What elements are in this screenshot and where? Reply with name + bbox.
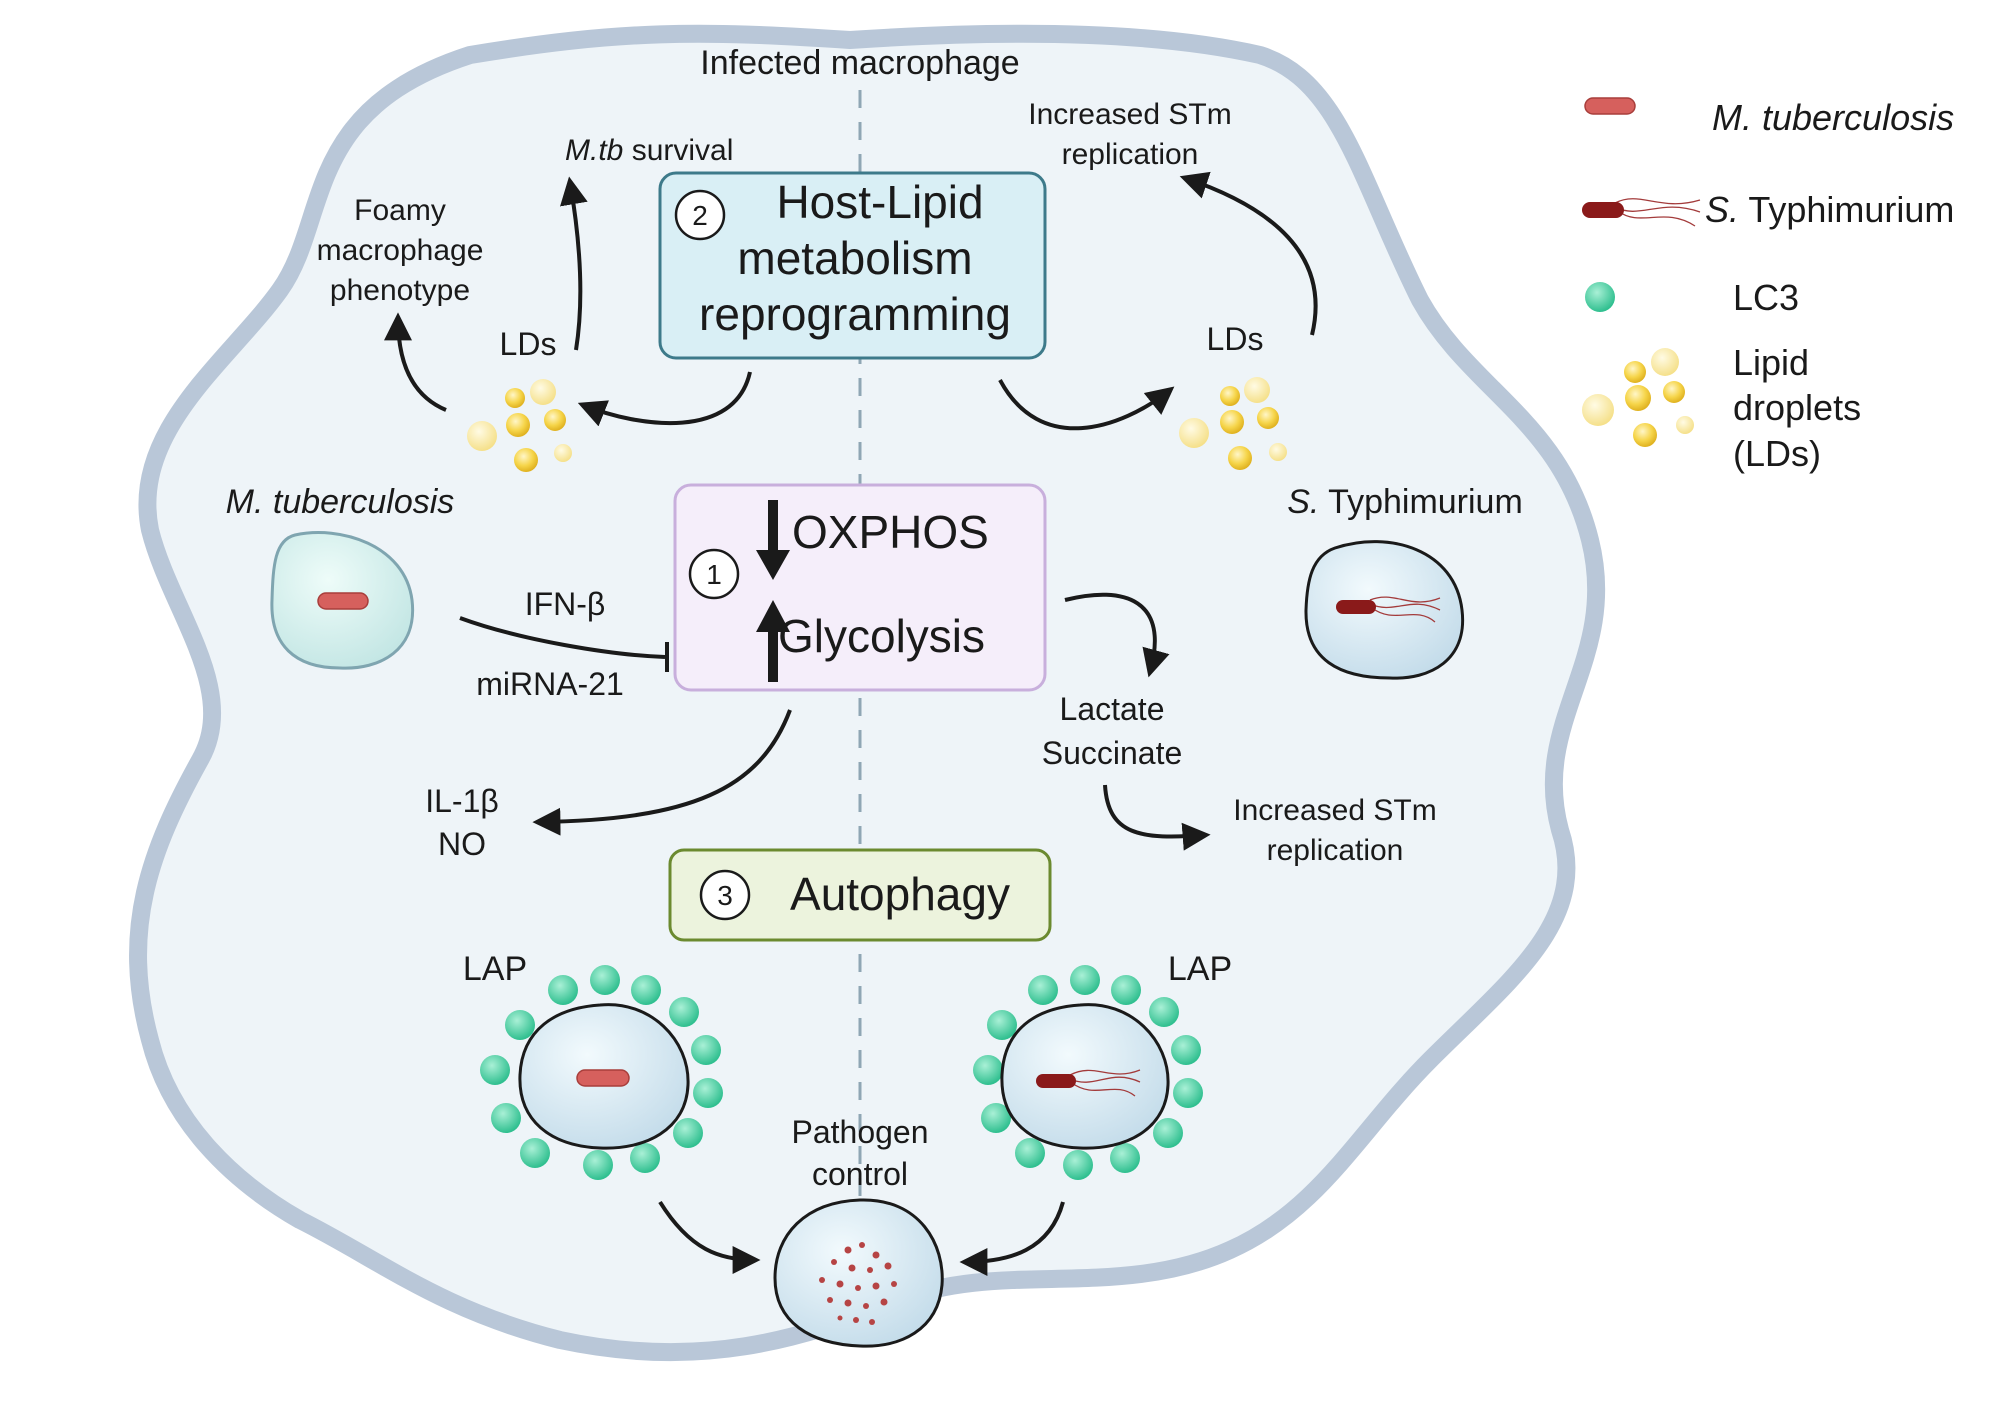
legend-mtb-icon	[1584, 97, 1636, 115]
arrow-left-lap-to-control	[658, 1200, 761, 1274]
right-lap-vacuole	[1000, 1003, 1170, 1150]
ifn-beta-label: IFN-β	[525, 586, 606, 622]
box3-autophagy: Autophagy	[790, 868, 1010, 920]
stm-bacterium-icon	[1336, 596, 1441, 623]
box2-line3: reprogramming	[699, 288, 1011, 340]
lactate-label: Lactate	[1060, 691, 1165, 727]
left-lds-label: LDs	[500, 326, 557, 362]
legend-lipid-label-2: droplets	[1733, 387, 1861, 428]
arrow-right-lap-to-control	[959, 1201, 1065, 1276]
legend-lc3-label: LC3	[1733, 277, 1799, 318]
arrow-box2-to-left-lds	[577, 371, 752, 427]
succinate-label: Succinate	[1042, 735, 1183, 771]
foamy-label-2: macrophage	[317, 234, 484, 267]
top-stm-repl-2: replication	[1062, 138, 1199, 171]
mid-stm-repl-1: Increased STm	[1233, 794, 1436, 827]
arrow-lds-to-foamy	[384, 312, 447, 412]
inhibit-line	[459, 616, 666, 659]
box2-line1: Host-Lipid	[776, 176, 983, 228]
stm-vacuole	[1304, 540, 1465, 680]
left-lipid-droplets	[467, 379, 572, 472]
legend-stm-icon	[1582, 198, 1701, 227]
mtb-label: M. tuberculosis	[226, 483, 455, 521]
box-metabolism	[673, 483, 1047, 692]
legend-lipid-label-1: Lipid	[1733, 342, 1809, 383]
box2-number: 2	[692, 200, 708, 231]
mtb-bacterium-icon	[317, 592, 369, 610]
no-label: NO	[438, 826, 486, 862]
degraded-pathogen-dots	[819, 1242, 897, 1325]
legend-lipid-label-3: (LDs)	[1733, 433, 1821, 474]
arrow-box1-to-il1b	[532, 709, 792, 836]
il1b-label: IL-1β	[425, 783, 499, 819]
box2-line2: metabolism	[737, 232, 972, 284]
up-arrow-icon	[756, 600, 790, 682]
left-lap-lc3-ring	[480, 965, 723, 1180]
mid-stm-repl-2: replication	[1267, 834, 1404, 867]
box1-number-circle	[688, 548, 740, 600]
legend-mtb-label: M. tuberculosis	[1712, 97, 1954, 138]
legend: M. tuberculosis S. Typhimurium LC3 Lipid…	[1582, 97, 1954, 474]
legend-lc3-icon	[1585, 282, 1615, 312]
left-lap-mtb-icon	[576, 1069, 630, 1087]
down-arrow-icon	[756, 500, 790, 580]
right-lap-label: LAP	[1168, 950, 1232, 988]
box1-oxphos: OXPHOS	[792, 506, 989, 558]
box2-number-circle	[674, 189, 726, 241]
foamy-label-3: phenotype	[330, 274, 470, 307]
right-lap-stm-icon	[1036, 1069, 1141, 1097]
pathogen-control-vacuole	[773, 1198, 944, 1348]
cell-title: Infected macrophage	[700, 44, 1019, 82]
macrophage-cell	[129, 24, 1606, 1362]
box-autophagy	[668, 848, 1052, 942]
right-lds-label: LDs	[1207, 321, 1264, 357]
box1-number: 1	[706, 559, 722, 590]
arrow-box2-to-right-lds	[998, 379, 1175, 431]
right-lipid-droplets	[1179, 377, 1287, 470]
pathogen-label-1: Pathogen	[791, 1114, 928, 1150]
box3-number-circle	[699, 869, 751, 921]
box-lipid-metabolism	[658, 171, 1047, 360]
mirna-label: miRNA-21	[476, 666, 624, 702]
pathogen-label-2: control	[812, 1156, 908, 1192]
box3-number: 3	[717, 880, 733, 911]
arrow-rlds-to-top-repl	[1179, 171, 1318, 336]
box1-glycolysis: Glycolysis	[778, 610, 985, 662]
left-lap-label: LAP	[463, 950, 527, 988]
stm-label: S. Typhimurium	[1287, 483, 1523, 521]
arrow-succinate-to-repl	[1103, 784, 1211, 851]
foamy-label-1: Foamy	[354, 194, 446, 227]
arrow-box1-to-lactate	[1064, 592, 1170, 678]
mtb-survival-label: M.tb survival	[565, 134, 733, 167]
legend-stm-label: S. Typhimurium	[1705, 189, 1954, 230]
top-stm-repl-1: Increased STm	[1028, 98, 1231, 131]
right-lap-lc3-ring	[973, 965, 1203, 1180]
arrow-lds-to-survival	[560, 176, 588, 351]
legend-lipid-icon	[1582, 348, 1694, 447]
